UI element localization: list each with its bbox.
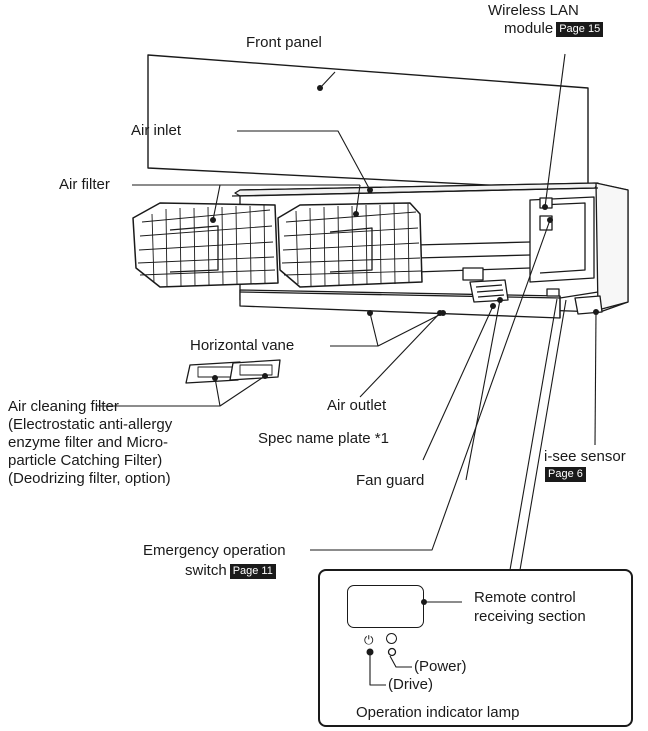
fan-guard-label: Fan guard	[356, 472, 425, 489]
power-lamp-icon	[386, 633, 397, 644]
air-cleaning-filter-line4: particle Catching Filter)	[8, 452, 163, 469]
air-outlet-label: Air outlet	[327, 397, 387, 414]
remote-control-line1: Remote control	[474, 589, 576, 606]
emergency-switch-text: switch	[185, 562, 227, 579]
drive-label: (Drive)	[388, 676, 433, 693]
front-panel-label: Front panel	[246, 34, 322, 51]
air-cleaning-filter-line5: (Deodrizing filter, option)	[8, 470, 171, 487]
leader-lines	[97, 53, 597, 686]
power-symbol-icon: ⏻	[364, 633, 374, 647]
power-label: (Power)	[414, 658, 467, 675]
indicator-legend-box	[318, 569, 633, 727]
air-cleaning-filters	[185, 359, 281, 384]
air-cleaning-filter-line2: (Electrostatic anti-allergy	[8, 416, 173, 433]
remote-control-line2: receiving section	[474, 608, 586, 625]
air-inlet-label: Air inlet	[131, 122, 182, 139]
air-cleaning-filter-line3: enzyme filter and Micro-	[8, 434, 169, 451]
power-lamp-marker	[387, 647, 397, 657]
isee-sensor-label: i-see sensor	[544, 448, 626, 465]
air-filter-left	[132, 202, 279, 288]
spec-name-plate-label: Spec name plate *1	[258, 430, 389, 447]
air-filter-right	[277, 202, 423, 288]
leader-dots	[210, 85, 599, 656]
remote-receiver-window	[347, 585, 424, 628]
emergency-switch-page-ref[interactable]: Page 11	[229, 564, 276, 579]
horizontal-vane-label: Horizontal vane	[190, 337, 295, 354]
wireless-lan-page-ref[interactable]: Page 15	[556, 22, 604, 37]
air-cleaning-filter-line1: Air cleaning filter	[8, 398, 119, 415]
front-panel-illustration	[147, 54, 589, 191]
isee-sensor-page-ref[interactable]: Page 6	[545, 467, 586, 482]
operation-indicator-caption: Operation indicator lamp	[356, 704, 520, 721]
air-filter-label: Air filter	[59, 176, 110, 193]
emergency-switch-line1: Emergency operation	[143, 542, 286, 559]
wireless-lan-line2: module	[504, 20, 554, 37]
wireless-lan-label: Wireless LAN	[488, 2, 579, 20]
wireless-lan-line1: Wireless LAN	[488, 2, 579, 19]
